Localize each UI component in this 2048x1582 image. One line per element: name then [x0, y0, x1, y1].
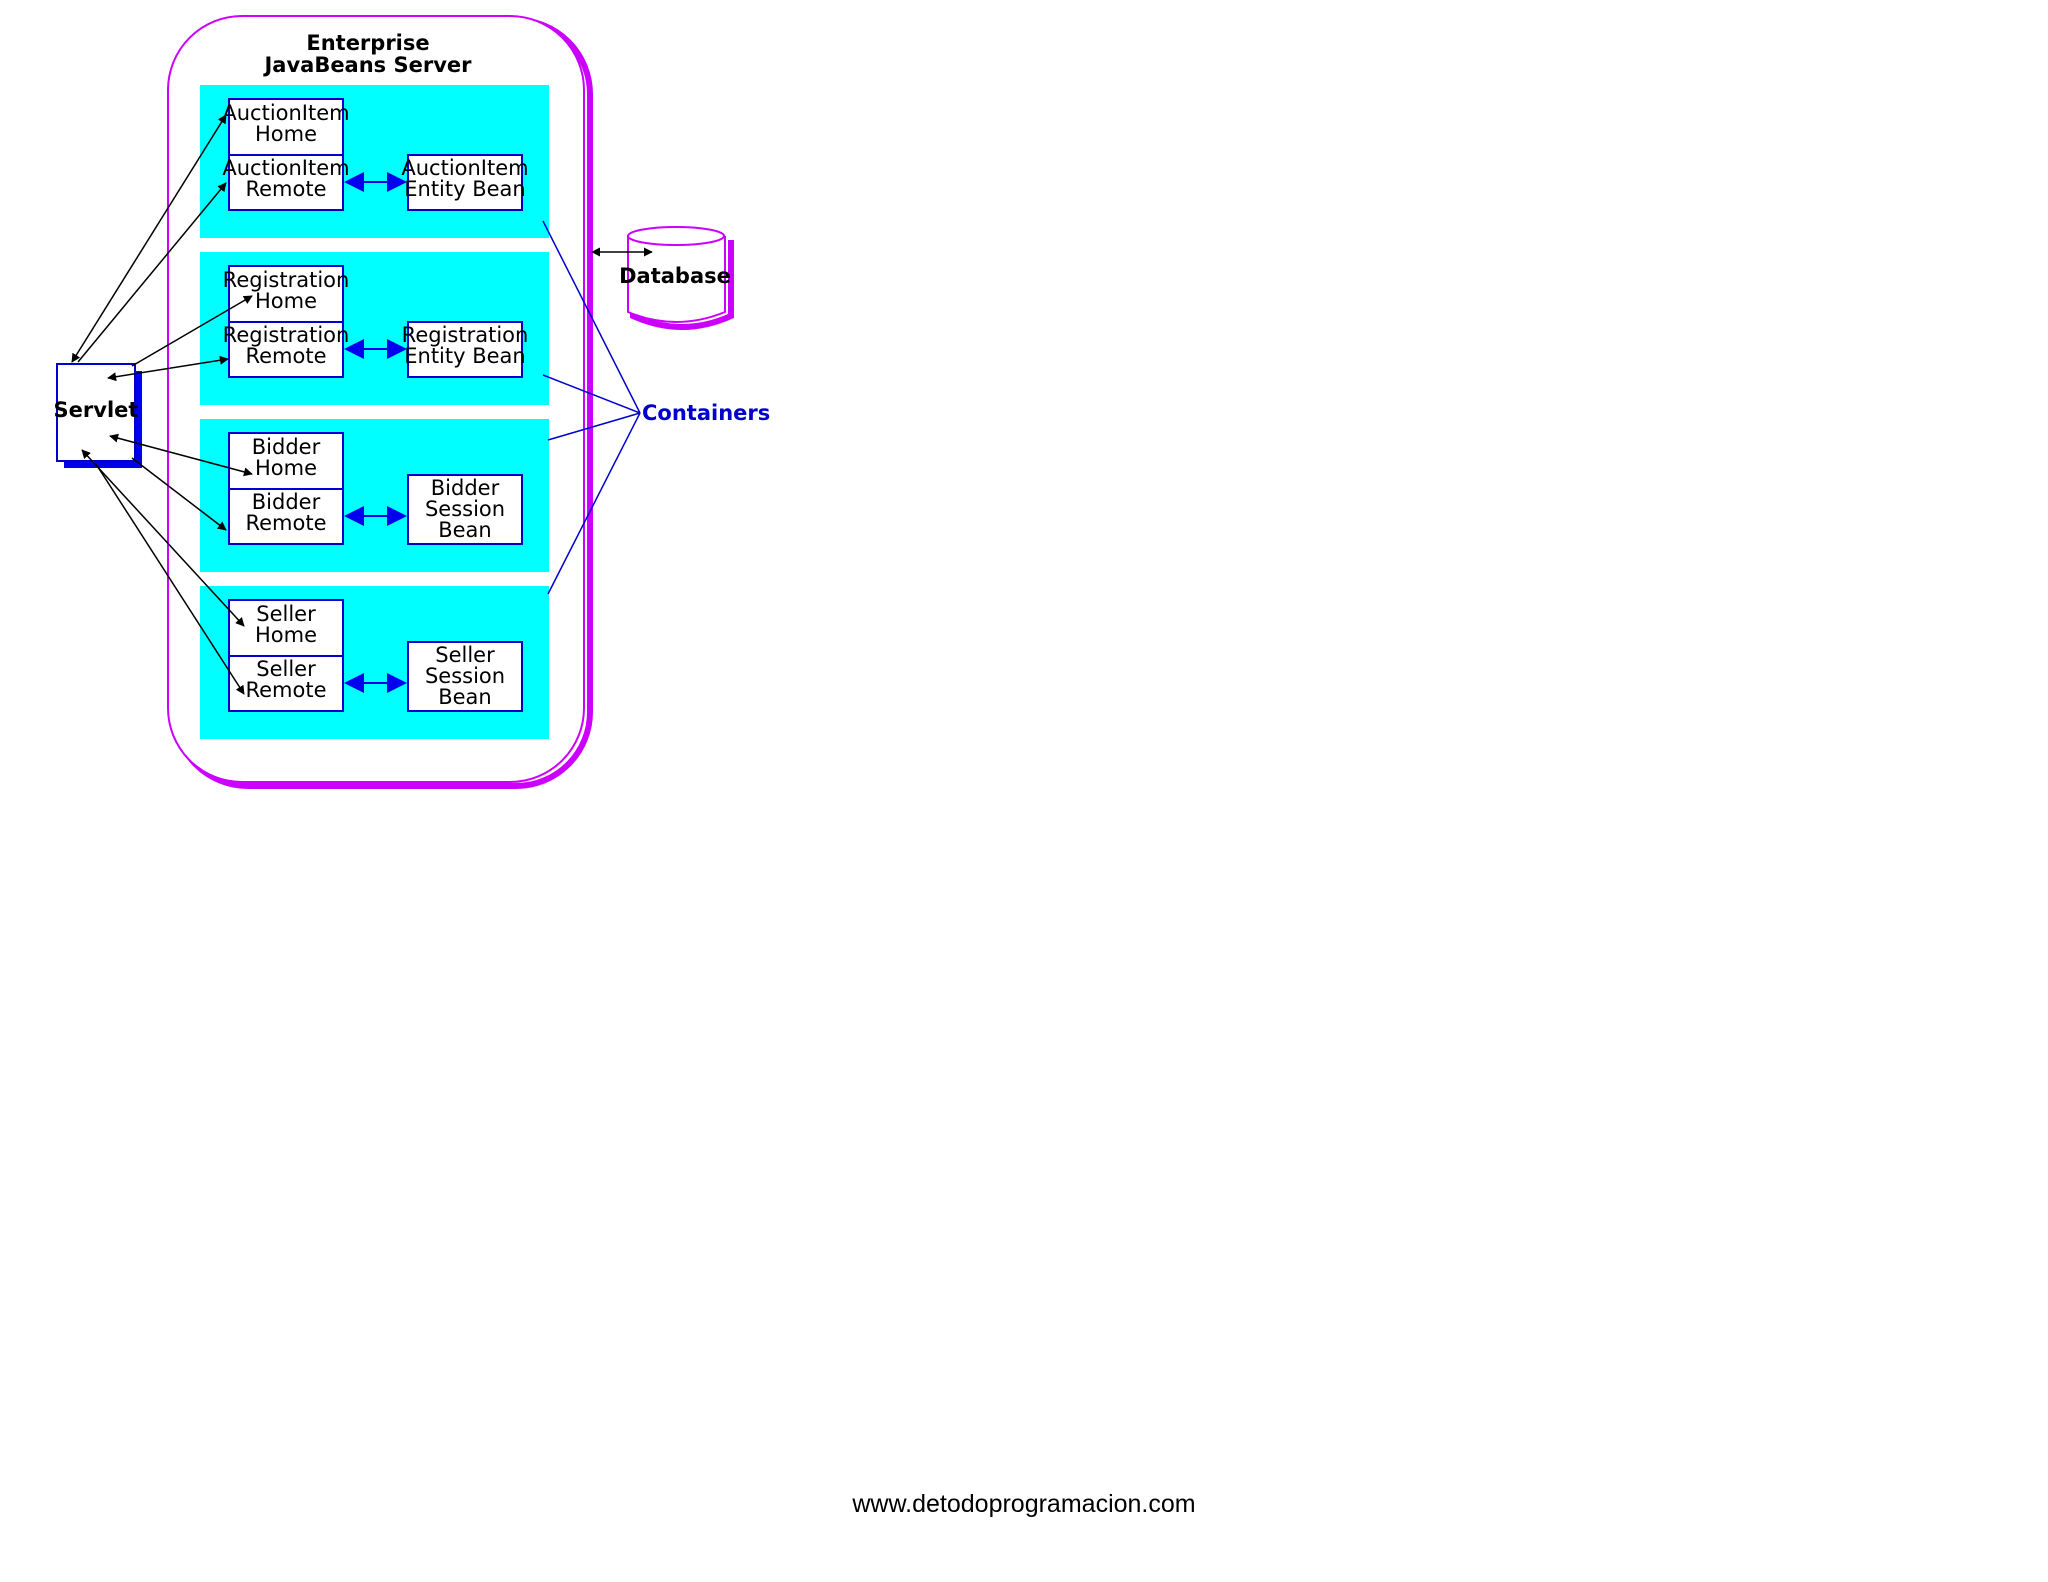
database-top: [627, 226, 725, 246]
home-label-line2: Home: [255, 289, 317, 313]
bean-label-line3: Bean: [438, 685, 492, 709]
bean-box: [407, 641, 523, 712]
home-label-line2: Home: [255, 456, 317, 480]
bean-label-line2: Session: [425, 497, 505, 521]
home-label-line2: Home: [255, 122, 317, 146]
callout-line-3: [547, 412, 641, 441]
containers-callout: [542, 220, 641, 595]
servlet-registration-home-arrow: [131, 295, 253, 367]
bean-box: [407, 321, 523, 378]
bean-box: [407, 154, 523, 211]
server-title-line1: Enterprise: [306, 31, 429, 55]
servlet-auctionitem-home-arrow: [71, 114, 227, 363]
bean-label-line2: Entity Bean: [404, 177, 526, 201]
bean-label-line2: Session: [425, 664, 505, 688]
container-registration: Registration Home Registration Remote Re…: [200, 252, 549, 405]
server-title-line2: JavaBeans Server: [262, 53, 472, 77]
home-box: [228, 265, 344, 323]
remote-label-line1: Registration: [223, 323, 350, 347]
remote-label-line1: Seller: [256, 657, 316, 681]
servlet-auctionitem-remote-arrow: [77, 182, 227, 363]
servlet: Servlet: [54, 363, 142, 468]
container-bidder: Bidder Home Bidder Remote Bidder Session…: [200, 419, 549, 572]
bean-label-line1: Bidder: [431, 476, 500, 500]
remote-label-line1: AuctionItem: [222, 156, 349, 180]
bean-label-line1: Seller: [435, 643, 495, 667]
remote-label-line2: Remote: [245, 511, 326, 535]
callout-line-4: [547, 412, 641, 595]
home-label-line1: Seller: [256, 602, 316, 626]
servlet-connections: [71, 114, 253, 695]
database-label: Database: [619, 264, 731, 288]
footer-url: www.detodoprogramacion.com: [852, 1490, 1196, 1518]
remote-label-line2: Remote: [245, 177, 326, 201]
servlet-seller-home-arrow: [81, 449, 245, 627]
database: Database: [619, 226, 734, 330]
remote-box: [228, 655, 344, 712]
remote-box: [228, 321, 344, 378]
home-label-line1: AuctionItem: [222, 101, 349, 125]
container-seller: Seller Home Seller Remote Seller Session…: [200, 586, 549, 739]
callout-line-2: [542, 374, 641, 414]
remote-label-line2: Remote: [245, 678, 326, 702]
bean-label-line1: AuctionItem: [401, 156, 528, 180]
callout-line-1: [542, 220, 641, 414]
servlet-registration-remote-arrow: [107, 355, 229, 382]
database-shadow: [630, 240, 734, 330]
containers-label: Containers: [642, 401, 770, 425]
bean-label-line2: Entity Bean: [404, 344, 526, 368]
remote-label-line1: Bidder: [252, 490, 321, 514]
database-body: [627, 236, 726, 323]
bean-label-line3: Bean: [438, 518, 492, 542]
container-auctionitem: AuctionItem Home AuctionItem Remote Auct…: [200, 85, 549, 238]
home-box: [228, 599, 344, 657]
home-label-line2: Home: [255, 623, 317, 647]
remote-label-line2: Remote: [245, 344, 326, 368]
servlet-seller-remote-arrow: [95, 463, 245, 695]
remote-box: [228, 154, 344, 211]
home-label-line1: Bidder: [252, 435, 321, 459]
bean-label-line1: Registration: [402, 323, 529, 347]
remote-box: [228, 488, 344, 545]
bean-box: [407, 474, 523, 545]
home-label-line1: Registration: [223, 268, 350, 292]
servlet-label: Servlet: [54, 398, 139, 422]
